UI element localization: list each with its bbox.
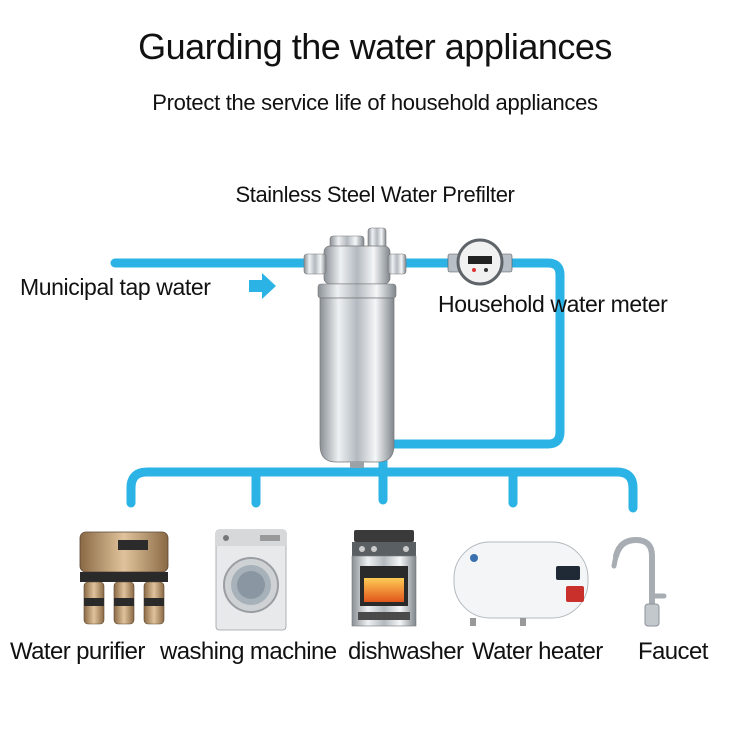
prefilter-label: Stainless Steel Water Prefilter	[235, 182, 515, 207]
appliance-label-dishwasher: dishwasher	[348, 638, 464, 665]
water-heater-icon	[453, 541, 589, 626]
page-subtitle: Protect the service life of household ap…	[152, 90, 598, 115]
appliance-label-washing-machine: washing machine	[160, 638, 337, 665]
page-title: Guarding the water appliances	[138, 26, 612, 67]
appliance-label-water-purifier: Water purifier	[10, 638, 145, 665]
appliance-label-faucet: Faucet	[638, 638, 708, 665]
appliance-label-water-heater: Water heater	[472, 638, 603, 665]
distribution-manifold	[126, 467, 638, 513]
water-meter-icon	[447, 238, 513, 286]
flow-arrow-icon	[249, 273, 276, 299]
dishwasher-icon	[351, 530, 417, 627]
water-meter-label: Household water meter	[438, 291, 668, 317]
washing-machine-icon	[215, 529, 287, 631]
municipal-water-label: Municipal tap water	[20, 274, 211, 300]
water-purifier-icon	[79, 531, 169, 625]
faucet-icon	[611, 536, 667, 627]
prefilter-icon	[303, 227, 407, 468]
